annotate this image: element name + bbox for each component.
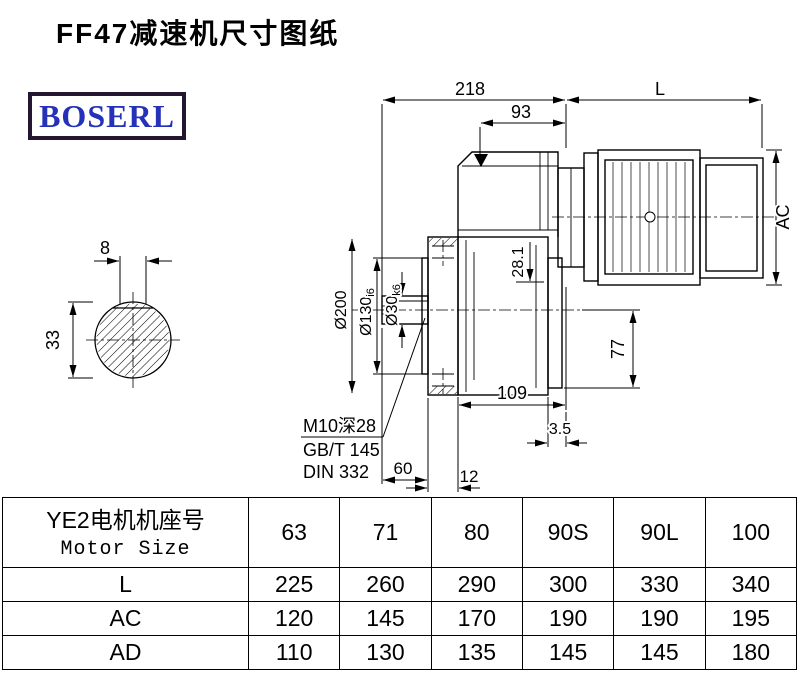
dim-3-5-label: 3.5	[549, 421, 571, 438]
value-AC-4: 190	[613, 601, 706, 636]
fan-cover-inner	[705, 164, 758, 272]
value-L-1: 260	[339, 567, 432, 602]
value-AD-0: 110	[247, 635, 341, 670]
dim-AC-label: AC	[773, 204, 793, 229]
size-col-63: 63	[247, 497, 341, 568]
dim-L-label: L	[655, 79, 665, 99]
dim-93-label: 93	[511, 102, 531, 122]
table-row-L: L 225 260 290 300 330 340	[2, 567, 798, 602]
value-AD-4: 145	[613, 635, 706, 670]
size-col-80: 80	[430, 497, 523, 568]
size-col-100: 100	[704, 497, 798, 568]
note-gb-label: GB/T 145	[303, 440, 380, 460]
dimension-lines	[68, 96, 782, 492]
row-label-L: L	[2, 567, 249, 602]
dim-dia200-label: Ø200	[333, 290, 350, 329]
boserl-logo: BOSERL	[28, 92, 186, 140]
flange-spigot	[421, 257, 429, 375]
dim-77-label: 77	[608, 339, 628, 359]
dim-28-1-label: 28.1	[510, 246, 527, 277]
value-AD-2: 135	[430, 635, 523, 670]
dimension-labels: 8 33 218 L 93 AC Ø200 Ø130i6 Ø30k6 28.1 …	[41, 77, 795, 488]
table-row-AC: AC 120 145 170 190 190 195	[2, 601, 798, 636]
motor-shaft-end	[644, 211, 656, 223]
value-L-5: 340	[704, 567, 798, 602]
value-AC-3: 190	[521, 601, 615, 636]
value-AC-0: 120	[247, 601, 341, 636]
motor-size-header-en: Motor Size	[60, 537, 191, 561]
motor-size-header-cn: YE2电机机座号	[46, 507, 205, 534]
internal-details	[382, 152, 572, 392]
value-L-4: 330	[613, 567, 706, 602]
value-AC-2: 170	[430, 601, 523, 636]
table-row-AD: AD 110 130 135 145 145 180	[2, 635, 798, 670]
top-housing-outline	[457, 151, 559, 237]
dim-33-label: 33	[43, 330, 63, 350]
output-shaft	[381, 295, 429, 325]
finish-symbol	[474, 154, 488, 167]
value-AC-1: 145	[339, 601, 432, 636]
note-tap-label: M10深28	[303, 416, 376, 436]
fan-cover	[699, 157, 764, 279]
size-col-71: 71	[339, 497, 432, 568]
value-AD-1: 130	[339, 635, 432, 670]
size-col-90L: 90L	[613, 497, 706, 568]
motor-frame-inner	[604, 159, 694, 275]
section-hatching	[429, 238, 457, 394]
value-AD-5: 180	[704, 635, 798, 670]
dim-dia130-label: Ø130i6	[358, 288, 377, 336]
dim-218-label: 218	[455, 79, 485, 99]
motor-size-table: YE2电机机座号 Motor Size 63 71 80 90S 90L 100…	[2, 497, 798, 670]
dim-109-label: 109	[497, 383, 527, 403]
dim-dia30-label: Ø30k6	[384, 284, 403, 326]
note-din-label: DIN 332	[303, 462, 369, 482]
value-L-3: 300	[521, 567, 615, 602]
dim-60-label: 60	[394, 459, 413, 478]
gearbox-motor-outline	[381, 149, 764, 396]
row-label-AD: AD	[2, 635, 249, 670]
row-label-AC: AC	[2, 601, 249, 636]
motor-size-header-cell: YE2电机机座号 Motor Size	[2, 497, 249, 568]
value-AC-5: 195	[704, 601, 798, 636]
size-col-90S: 90S	[521, 497, 615, 568]
logo-text: BOSERL	[39, 97, 175, 134]
housing-step	[547, 257, 563, 389]
value-AD-3: 145	[521, 635, 615, 670]
dimension-drawing: 8 33 218 L 93 AC Ø200 Ø130i6 Ø30k6 28.1 …	[41, 77, 795, 492]
table-header-row: YE2电机机座号 Motor Size 63 71 80 90S 90L 100	[2, 497, 798, 568]
dim-8-label: 8	[100, 238, 110, 258]
shaft-end-view	[94, 301, 172, 379]
dim-12-label: 12	[460, 467, 479, 486]
housing-body	[457, 236, 549, 396]
page-title: FF47减速机尺寸图纸	[56, 18, 340, 49]
value-L-2: 290	[430, 567, 523, 602]
value-L-0: 225	[247, 567, 341, 602]
